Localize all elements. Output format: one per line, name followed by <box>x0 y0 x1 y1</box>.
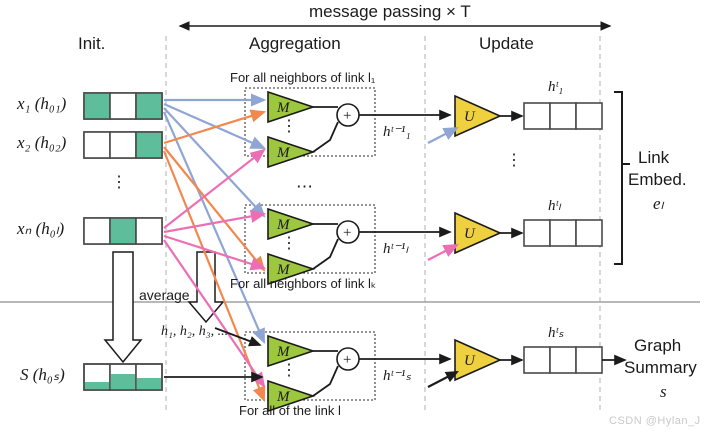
update-node-s: U <box>454 338 524 382</box>
svg-text:M: M <box>276 344 291 360</box>
output-link-embed-line2: Embed. <box>628 170 687 189</box>
input-vector-xn <box>83 217 163 245</box>
svg-text:+: + <box>343 225 351 241</box>
svg-text:+: + <box>343 108 351 124</box>
average-label: average <box>139 287 190 303</box>
hidden-states-label: h₁, h₂, h₃, ... <box>161 324 229 339</box>
svg-text:M: M <box>276 389 291 405</box>
column-header-update: Update <box>479 34 534 53</box>
agg-inner-dots-k: ⋮ <box>281 235 297 252</box>
message-node-1a: M <box>267 90 316 124</box>
aggregation-caption-link-all: For all of the link l <box>239 403 341 418</box>
output-graph-summary-line1: Graph <box>634 336 682 355</box>
input-vector-x2 <box>83 131 163 159</box>
summary-vector-S <box>83 363 163 391</box>
input-label-x1: x₁ (h₀₁) <box>17 94 67 113</box>
message-arrows <box>162 93 267 403</box>
input-vertical-dots: ⋮ <box>111 174 127 191</box>
output-state-label-s: hᵗₛ <box>548 325 564 341</box>
output-vector-hs <box>523 346 627 374</box>
update-node-l: U <box>454 211 524 255</box>
prev-state-label-l: hᵗ⁻¹ₗ <box>383 241 408 257</box>
aggregation-box-link-1 <box>244 87 376 157</box>
input-label-x2: x₂ (h₀₂) <box>17 133 67 152</box>
watermark: CSDN @Hylan_J <box>609 415 701 427</box>
sum-node-1: + <box>312 103 452 153</box>
agg-inner-dots-all: ⋮ <box>281 362 297 379</box>
aggregation-box-link-all <box>244 331 376 401</box>
aggregation-box-link-k <box>244 204 376 274</box>
update-node-1: U <box>454 94 524 138</box>
svg-text:M: M <box>276 145 291 161</box>
message-node-allb: M <box>267 379 316 413</box>
input-vector-x1 <box>83 92 163 120</box>
aggregation-between-dots: ⋯ <box>296 177 313 196</box>
average-block-arrow <box>103 251 143 364</box>
column-header-aggregation: Aggregation <box>249 34 341 53</box>
aggregation-caption-link-1: For all neighbors of link l₁ <box>230 70 376 85</box>
svg-text:M: M <box>276 100 291 116</box>
output-state-label-l: hᵗₗ <box>548 198 561 214</box>
message-node-kb: M <box>267 252 316 286</box>
agg-inner-dots-1: ⋮ <box>281 118 297 135</box>
svg-text:U: U <box>464 353 476 369</box>
output-state-label-1: hᵗ₁ <box>548 79 564 95</box>
output-vector-h1 <box>523 102 603 130</box>
svg-text:M: M <box>276 217 291 233</box>
aggregation-caption-link-k: For all neighbors of link lₖ <box>230 276 377 291</box>
prev-state-label-1: hᵗ⁻¹₁ <box>383 124 411 140</box>
message-node-ka: M <box>267 207 316 241</box>
sum-node-all: + <box>312 347 452 397</box>
summary-input-label: S (h₀ₛ) <box>20 365 65 384</box>
svg-text:U: U <box>464 109 476 125</box>
output-graph-summary-symbol: s <box>660 382 667 401</box>
column-header-init: Init. <box>78 34 106 53</box>
message-node-1b: M <box>267 135 316 169</box>
recurrent-arrows <box>427 126 459 388</box>
update-vertical-dots: ⋮ <box>506 152 522 169</box>
input-label-xn: xₙ (h₀ₗ) <box>17 219 65 238</box>
message-node-alla: M <box>267 334 316 368</box>
svg-text:+: + <box>343 352 351 368</box>
svg-text:M: M <box>276 262 291 278</box>
output-link-embed-symbol: eₗ <box>653 194 664 213</box>
sum-node-k: + <box>312 220 452 270</box>
hidden-states-feed-arrow <box>214 327 262 347</box>
output-link-embed-line1: Link <box>638 148 670 167</box>
message-passing-label: message passing × T <box>309 2 471 21</box>
prev-state-label-s: hᵗ⁻¹ₛ <box>383 368 412 384</box>
link-embedding-brace <box>614 91 630 265</box>
output-graph-summary-line2: Summary <box>624 358 697 377</box>
output-vector-hl <box>523 219 603 247</box>
svg-text:U: U <box>464 226 476 242</box>
